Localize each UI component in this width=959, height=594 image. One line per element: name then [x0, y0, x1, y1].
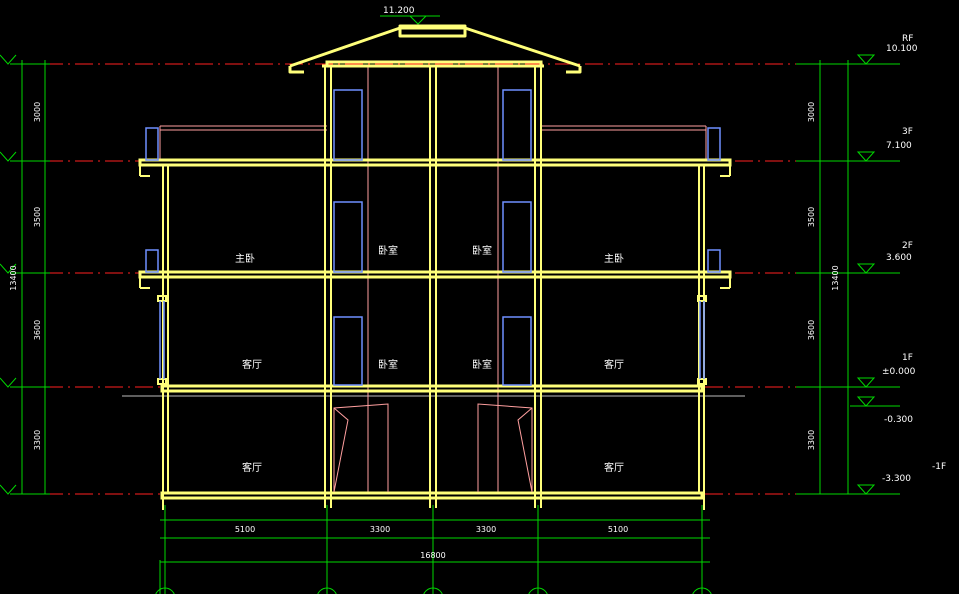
right-dim-3: 3600	[807, 320, 816, 340]
room-f2-4: 主卧	[604, 252, 624, 265]
left-dim-total: 13400	[9, 265, 18, 290]
bottom-dimension-lines	[155, 505, 712, 594]
right-dim-2: 3500	[807, 207, 816, 227]
level-1f-name: 1F	[902, 353, 913, 363]
left-dim-2: 3500	[33, 207, 42, 227]
right-dim-total: 13400	[831, 265, 840, 290]
room-f1-2: 卧室	[378, 358, 398, 371]
level-3f-elev: 7.100	[886, 141, 912, 151]
roof-elevation-marker	[380, 15, 440, 25]
basement-openings	[333, 403, 533, 493]
windows	[145, 89, 721, 386]
room-b1-2: 客厅	[604, 461, 624, 474]
bottom-dim-4: 5100	[608, 525, 628, 534]
bottom-dim-1: 5100	[235, 525, 255, 534]
right-dim-4: 3300	[807, 430, 816, 450]
level-b1-name: -1F	[932, 462, 946, 472]
level-2f-elev: 3.600	[886, 253, 912, 263]
right-dim-1: 3000	[807, 102, 816, 122]
canopy-lines	[159, 66, 707, 494]
left-dim-4: 3300	[33, 430, 42, 450]
level-rf-elev: 10.100	[886, 44, 918, 54]
level-3f-name: 3F	[902, 127, 913, 137]
level-2f-name: 2F	[902, 241, 913, 251]
floor-axis-lines	[45, 63, 848, 495]
level-rf-name: RF	[902, 34, 913, 44]
left-dim-3: 3600	[33, 320, 42, 340]
level-b1-elev: -3.300	[882, 474, 911, 484]
room-f1-3: 卧室	[472, 358, 492, 371]
room-f2-1: 主卧	[235, 252, 255, 265]
room-f2-2: 卧室	[378, 244, 398, 257]
left-dimension-lines	[0, 54, 50, 495]
bottom-dim-3: 3300	[476, 525, 496, 534]
bottom-dim-2: 3300	[370, 525, 390, 534]
walls	[139, 66, 731, 510]
level-ground-elev: -0.300	[884, 415, 913, 425]
room-f1-1: 客厅	[242, 358, 262, 371]
left-dim-1: 3000	[33, 102, 42, 122]
room-f1-4: 客厅	[604, 358, 624, 371]
bottom-dim-total: 16800	[420, 551, 445, 560]
room-f2-3: 卧室	[472, 244, 492, 257]
right-dimension-lines	[796, 54, 900, 495]
roof-elevation: 11.200	[383, 6, 415, 16]
level-1f-elev: ±0.000	[882, 367, 916, 377]
room-b1-1: 客厅	[242, 461, 262, 474]
